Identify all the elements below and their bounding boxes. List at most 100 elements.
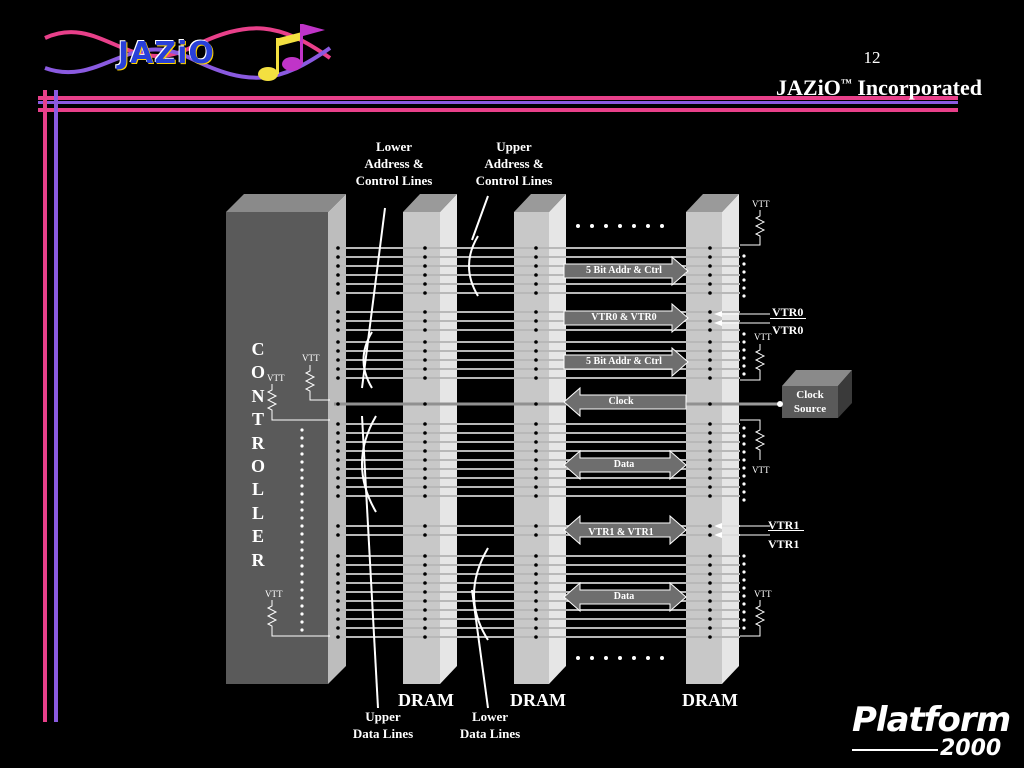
vertical-dot bbox=[742, 458, 746, 462]
bus-tap-dot bbox=[534, 476, 538, 480]
vertical-dot bbox=[742, 466, 746, 470]
bus-tap-dot bbox=[336, 449, 340, 453]
bus-tap-dot bbox=[534, 273, 538, 277]
vertical-dot bbox=[742, 554, 746, 558]
bus-tap-dot bbox=[336, 494, 340, 498]
vertical-dot bbox=[742, 594, 746, 598]
vertical-dot bbox=[300, 492, 304, 496]
bus-tap-dot bbox=[708, 635, 712, 639]
arrow-label-addr-ctrl-1: 5 Bit Addr & Ctrl bbox=[586, 265, 662, 276]
bus-tap-dot bbox=[423, 328, 427, 332]
bus-tap-dot bbox=[708, 358, 712, 362]
bus-tap-dot bbox=[534, 282, 538, 286]
vertical-dot bbox=[300, 572, 304, 576]
leader-lower-data bbox=[471, 589, 489, 709]
bus-tap-dot bbox=[423, 440, 427, 444]
bus-tap-dot bbox=[708, 282, 712, 286]
bus-tap-dot bbox=[336, 617, 340, 621]
signal-vtr1-bottom: VTR1 bbox=[768, 537, 800, 551]
label-line: Address & bbox=[484, 156, 544, 171]
vertical-dot bbox=[742, 610, 746, 614]
arrow-label-vtr1: VTR1 & VTR1 bbox=[588, 527, 654, 538]
vertical-dot bbox=[742, 332, 746, 336]
bus-tap-dot bbox=[336, 524, 340, 528]
clock-source-line: Clock bbox=[796, 389, 824, 401]
bus-tap-dot bbox=[423, 458, 427, 462]
bus-tap-dot bbox=[423, 376, 427, 380]
bus-tap-dot bbox=[423, 402, 427, 406]
bus-tap-dot bbox=[534, 255, 538, 259]
bus-tap-dot bbox=[708, 449, 712, 453]
bus-tap-dot bbox=[534, 349, 538, 353]
bus-tap-dot bbox=[336, 273, 340, 277]
bus-dots bbox=[336, 246, 712, 639]
bus-tap-dot bbox=[423, 358, 427, 362]
bus-tap-dot bbox=[708, 581, 712, 585]
arrow-data-2 bbox=[563, 581, 687, 613]
vtt-label: VTT bbox=[302, 353, 320, 363]
bus-tap-dot bbox=[423, 524, 427, 528]
vertical-dot bbox=[742, 442, 746, 446]
bus-tap-dot bbox=[708, 328, 712, 332]
arrow-label-clock: Clock bbox=[608, 396, 634, 407]
arrow-clock bbox=[563, 386, 687, 418]
vertical-dot bbox=[300, 468, 304, 472]
vertical-dot bbox=[742, 490, 746, 494]
bus-tap-dot bbox=[336, 282, 340, 286]
bus-tap-dot bbox=[423, 349, 427, 353]
vertical-dot bbox=[300, 540, 304, 544]
vertical-dot bbox=[742, 348, 746, 352]
vertical-dot bbox=[300, 628, 304, 632]
arrow-label-data-2: Data bbox=[613, 591, 635, 602]
vertical-dot bbox=[300, 484, 304, 488]
bus-tap-dot bbox=[708, 554, 712, 558]
bus-tap-dot bbox=[534, 440, 538, 444]
bus-tap-dot bbox=[534, 554, 538, 558]
bus-tap-dot bbox=[336, 626, 340, 630]
bus-tap-dot bbox=[534, 467, 538, 471]
vertical-dot bbox=[742, 482, 746, 486]
vtt-label: VTT bbox=[754, 589, 772, 599]
bus-tap-dot bbox=[336, 563, 340, 567]
dram-module-1 bbox=[403, 212, 440, 684]
bus-tap-dot bbox=[423, 467, 427, 471]
bus-tap-dot bbox=[708, 533, 712, 537]
vertical-dot bbox=[742, 372, 746, 376]
bus-tap-dot bbox=[708, 246, 712, 250]
platform-underline bbox=[852, 749, 938, 751]
vertical-dot bbox=[300, 612, 304, 616]
bus-tap-dot bbox=[336, 310, 340, 314]
vtr-inputs bbox=[716, 313, 806, 536]
vertical-dot bbox=[742, 474, 746, 478]
bus-tap-dot bbox=[336, 328, 340, 332]
label-lower-data-lines: Lower Data Lines bbox=[450, 708, 530, 742]
bus-tap-dot bbox=[534, 617, 538, 621]
vertical-dot bbox=[742, 450, 746, 454]
label-line: Data Lines bbox=[352, 726, 414, 741]
bus-tap-dot bbox=[534, 264, 538, 268]
bus-tap-dot bbox=[708, 367, 712, 371]
bus-tap-dot bbox=[336, 533, 340, 537]
bus-tap-dot bbox=[423, 273, 427, 277]
controller-top bbox=[226, 194, 346, 212]
arrow-addr-ctrl-1 bbox=[563, 255, 689, 287]
vertical-dot bbox=[742, 602, 746, 606]
bus-tap-dot bbox=[534, 608, 538, 612]
vtt-label: VTT bbox=[265, 589, 283, 599]
company-suffix: Incorporated bbox=[851, 75, 982, 100]
bus-tap-dot bbox=[534, 431, 538, 435]
platform-logo-text: Platform bbox=[852, 700, 1011, 740]
bus-tap-dot bbox=[534, 367, 538, 371]
bus-tap-dot bbox=[708, 563, 712, 567]
page-number: 12 bbox=[863, 48, 881, 67]
bus-tap-dot bbox=[708, 572, 712, 576]
clock-source-line: Source bbox=[793, 403, 827, 415]
controller-letter: C bbox=[251, 339, 265, 359]
bus-tap-dot bbox=[534, 458, 538, 462]
vertical-dot bbox=[300, 460, 304, 464]
bus-tap-dot bbox=[423, 635, 427, 639]
bus-tap-dot bbox=[336, 554, 340, 558]
vertical-dot bbox=[742, 578, 746, 582]
